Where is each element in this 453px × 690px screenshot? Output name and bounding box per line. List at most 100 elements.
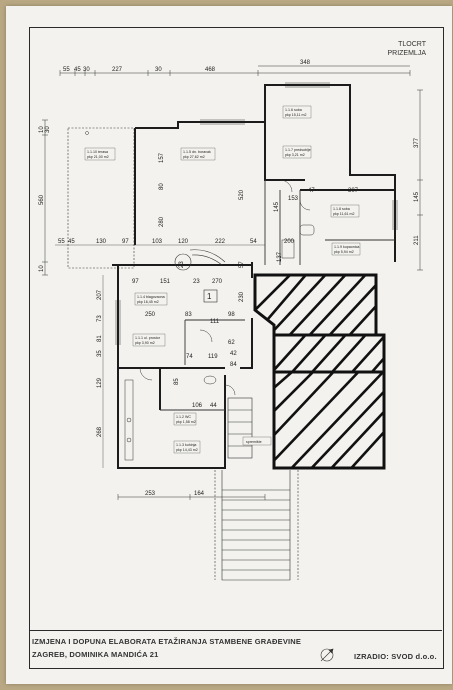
dim-inner-12: 57 bbox=[239, 261, 245, 268]
hatch-lines-b bbox=[274, 335, 384, 372]
dim-mid-6: 74 bbox=[186, 354, 193, 360]
door-swings bbox=[139, 179, 311, 396]
dim-ls-4: 129 bbox=[97, 377, 103, 388]
top-dimension-line bbox=[59, 70, 411, 76]
dim-top-4: 30 bbox=[155, 67, 162, 73]
dim-mid-3: 98 bbox=[228, 312, 235, 318]
room-labels: 1.1.10 terasa pkp 21,00 m2 1.1.5 dn. bor… bbox=[84, 105, 361, 454]
dim-mid-10: 44 bbox=[210, 403, 217, 409]
room-1-1-10-area: pkp 21,00 m2 bbox=[87, 155, 109, 159]
drawing-frame bbox=[29, 27, 444, 669]
plan-title: TLOCRT PRIZEMLJA bbox=[360, 40, 426, 58]
dim-inner-0: 157 bbox=[159, 152, 165, 163]
dim-inner-4: 153 bbox=[288, 196, 299, 202]
room-1-1-9-area: pkp 5,94 m2 bbox=[334, 250, 354, 254]
dim-rowb-3: 270 bbox=[212, 279, 223, 285]
dim-bottom-0: 253 bbox=[145, 491, 156, 497]
compass-icon bbox=[320, 648, 334, 662]
dim-mid-4: 62 bbox=[228, 340, 235, 346]
building-walls bbox=[112, 84, 396, 469]
dim-rowa-3: 97 bbox=[122, 239, 129, 245]
title-block-line1: IZMJENA I DOPUNA ELABORATA ETAŽIRANJA ST… bbox=[32, 637, 302, 646]
room-1-1-4-label: 1.1.4 blagovaona bbox=[137, 295, 165, 299]
dim-mid-0: 250 bbox=[145, 312, 156, 318]
dim-ls-3: 35 bbox=[97, 350, 103, 357]
dim-mid-8: 84 bbox=[230, 362, 237, 368]
dim-ls-5: 268 bbox=[97, 426, 103, 437]
room-1-1-8-label: 1.1.8 soba bbox=[333, 207, 350, 211]
room-1-1-6-area: pkp 15,11 m2 bbox=[285, 113, 307, 117]
room-1-1-4-area: pkp 16,45 m2 bbox=[137, 300, 159, 304]
dim-right-377: 377 bbox=[414, 137, 420, 148]
unit-marker-box bbox=[203, 289, 218, 303]
dim-rowa-0: 55 bbox=[58, 239, 65, 245]
dim-left-0: 10 bbox=[39, 126, 45, 133]
dim-top-3: 227 bbox=[112, 67, 123, 73]
left-dimension-line bbox=[42, 119, 48, 276]
dim-ls-1: 73 bbox=[97, 315, 103, 322]
dim-top-6: 348 bbox=[300, 60, 311, 66]
room-1-1-10-label: 1.1.10 terasa bbox=[87, 150, 108, 154]
plan-title-line1: TLOCRT bbox=[398, 41, 426, 48]
room-1-1-8-area: pkp 11,61 m2 bbox=[333, 212, 355, 216]
room-1-1-9-label: 1.1.9 kupaonica bbox=[334, 245, 359, 249]
room-1-1-6-label: 1.1.6 soba bbox=[285, 108, 302, 112]
dim-inner-11: 23 bbox=[179, 261, 185, 268]
dim-rowa-9: 137 bbox=[277, 251, 283, 262]
sanitary-fixtures bbox=[124, 224, 315, 461]
room-1-1-5-area: pkp 27,62 m2 bbox=[183, 155, 205, 159]
right-dimension-line bbox=[417, 89, 423, 271]
room-1-1-7-label: 1.1.7 predsoblje bbox=[285, 148, 311, 152]
unit-number: 1 bbox=[207, 292, 212, 301]
dim-rowb-1: 151 bbox=[160, 279, 171, 285]
dim-inner-1: 80 bbox=[159, 183, 165, 190]
dim-top-5: 468 bbox=[205, 67, 216, 73]
dim-top-0: 55 bbox=[63, 67, 70, 73]
dim-mid-11: 85 bbox=[174, 378, 180, 385]
title-block bbox=[29, 630, 442, 669]
dim-rowa-1: 45 bbox=[68, 239, 75, 245]
dim-rowa-6: 222 bbox=[215, 239, 226, 245]
dim-right-145: 145 bbox=[414, 191, 420, 202]
room-1-1-1-label: 1.1.1 ul. prostor bbox=[135, 336, 161, 340]
dim-inner-6: 307 bbox=[348, 188, 359, 194]
dim-mid-9: 106 bbox=[192, 403, 203, 409]
dim-mid-1: 83 bbox=[185, 312, 192, 318]
inner-walls bbox=[160, 180, 395, 411]
dim-ls-2: 81 bbox=[97, 335, 103, 342]
dim-right-211: 211 bbox=[414, 235, 420, 245]
dim-rowa-5: 120 bbox=[178, 239, 189, 245]
dim-rowb-2: 23 bbox=[193, 279, 200, 285]
title-block-line2: ZAGREB, DOMINIKA MANDIĆA 21 bbox=[32, 650, 159, 659]
dim-mid-5: 42 bbox=[230, 351, 237, 357]
dim-inner-5: 47 bbox=[308, 188, 315, 194]
dim-inner-7: 145 bbox=[274, 201, 280, 212]
title-block-author: IZRADIO: SVOD d.o.o. bbox=[354, 652, 437, 661]
dim-rowa-2: 130 bbox=[96, 239, 107, 245]
external-stair bbox=[214, 397, 299, 581]
room-1-1-3-area: pkp 14,43 m2 bbox=[176, 448, 198, 452]
room-1-1-3-label: 1.1.3 kuhinja bbox=[176, 443, 196, 447]
dim-inner-3: 520 bbox=[239, 189, 245, 200]
windows bbox=[115, 82, 398, 345]
room-1-1-1-area: pkp 3,90 m2 bbox=[135, 341, 155, 345]
hatch-lines-c bbox=[274, 372, 384, 468]
room-1-1-5-label: 1.1.5 dn. boravak bbox=[183, 150, 211, 154]
dim-left-1: 30 bbox=[45, 126, 51, 133]
dim-top-1: 45 bbox=[74, 67, 81, 73]
dim-mid-2: 111 bbox=[210, 319, 220, 325]
dim-inner-2: 280 bbox=[159, 216, 165, 227]
room-1-1-7-area: pkp 3,21 m2 bbox=[285, 153, 305, 157]
bottom-dimension-line bbox=[117, 494, 266, 500]
plan-title-line2: PRIZEMLJA bbox=[387, 50, 426, 57]
stair-storage-label: spremište bbox=[246, 440, 262, 444]
terrace-outline bbox=[67, 127, 135, 269]
dim-left-3: 10 bbox=[39, 265, 45, 272]
dim-rowa-7: 54 bbox=[250, 239, 257, 245]
dim-inner-13: 230 bbox=[239, 291, 245, 302]
dim-rowa-8: 200 bbox=[284, 239, 295, 245]
dim-rowa-4: 103 bbox=[152, 239, 163, 245]
dim-mid-7: 119 bbox=[208, 354, 218, 360]
dim-ls-0: 207 bbox=[97, 289, 103, 300]
